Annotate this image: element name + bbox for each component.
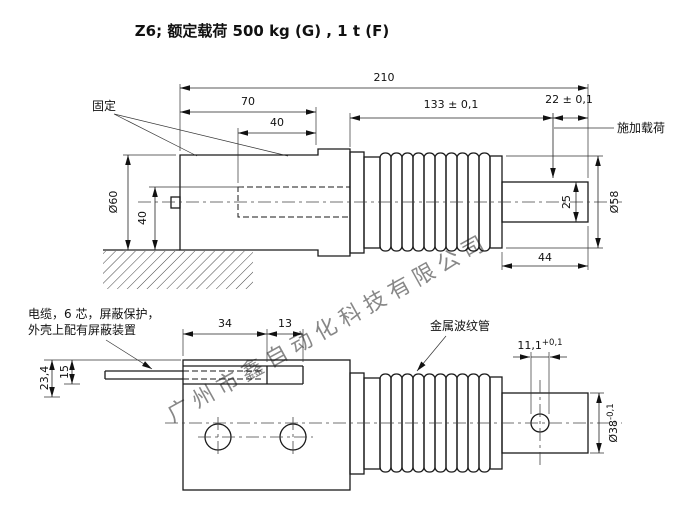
- dim-40-vertical: 40: [136, 211, 149, 225]
- dim-40-horizontal: 40: [270, 116, 284, 129]
- dim-44: 44: [538, 251, 552, 264]
- dim-22: 22 ± 0,1: [545, 93, 593, 106]
- dim-11-1: 11,1+0,1: [517, 338, 562, 352]
- dim-dia38-value: Ø38: [607, 420, 620, 443]
- dim-13: 13: [278, 317, 292, 330]
- drawing-title: Z6; 额定载荷 500 kg (G) , 1 t (F): [135, 22, 389, 40]
- dim-34: 34: [218, 317, 232, 330]
- label-cable-line1: 电缆，6 芯，屏蔽保护，: [28, 307, 159, 321]
- dim-11-1-value: 11,1: [517, 339, 542, 352]
- dim-dia58: Ø58: [608, 191, 621, 214]
- cable-stub: [170, 196, 181, 209]
- bottom-view: [104, 359, 622, 491]
- clamp-ring: [349, 151, 365, 254]
- dim-23-4: 23,4: [38, 366, 51, 391]
- fixed-leaders: [113, 113, 289, 157]
- dim-15: 15: [58, 365, 71, 379]
- bellows-collar: [363, 156, 381, 249]
- dim-70: 70: [241, 95, 255, 108]
- cable-gland: [183, 365, 304, 385]
- dim-11-1-tolerance: +0,1: [542, 338, 563, 348]
- dim-dia38: Ø38-0,1: [606, 403, 620, 442]
- top-view: [103, 148, 622, 289]
- mounting-hatch: [103, 249, 253, 289]
- label-bellows: 金属波纹管: [430, 318, 490, 333]
- body-outline: [179, 148, 351, 257]
- top-view-dimensions: 210 70 40 133 ± 0,1 22 ± 0,1 施加载荷 固定 Ø60…: [92, 71, 665, 270]
- label-cable-line2: 外壳上配有屏蔽装置: [28, 323, 136, 337]
- dim-dia60: Ø60: [107, 191, 120, 214]
- label-apply-load: 施加载荷: [617, 121, 665, 135]
- cable: [104, 370, 183, 380]
- dim-dia38-tolerance: -0,1: [606, 403, 616, 420]
- dim-210: 210: [374, 71, 395, 84]
- dim-133: 133 ± 0,1: [424, 98, 479, 111]
- bottom-view-dimensions: 电缆，6 芯，屏蔽保护， 外壳上配有屏蔽装置 金属波纹管 34 13 11,1+…: [28, 307, 620, 454]
- label-fixed: 固定: [92, 98, 116, 113]
- clamp-ring-plan: [349, 372, 365, 475]
- dim-25: 25: [560, 195, 573, 209]
- bellows-collar-plan: [363, 377, 381, 470]
